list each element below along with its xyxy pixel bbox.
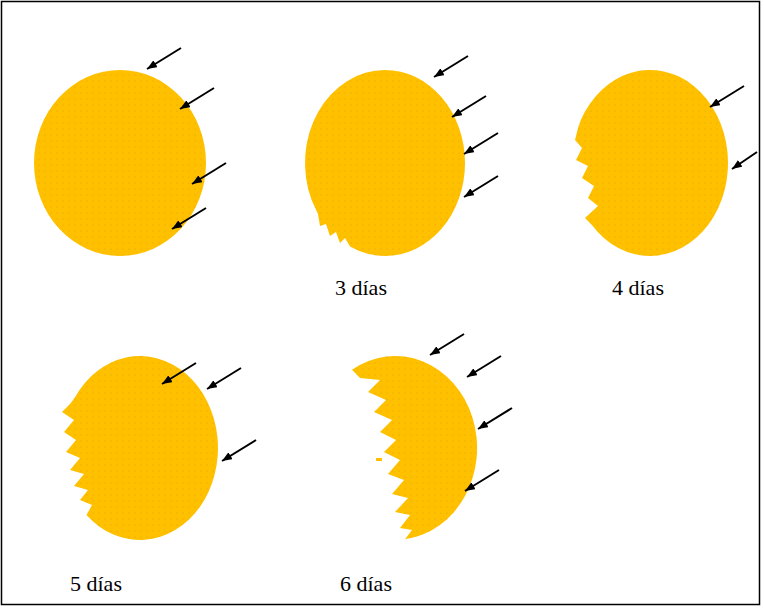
eroded-disc	[352, 356, 477, 539]
eroded-disc	[62, 356, 218, 540]
day-label: 4 días	[612, 276, 664, 300]
day-label: 6 días	[340, 572, 392, 596]
day-label: 3 días	[335, 276, 387, 300]
eroded-disc	[575, 70, 728, 256]
impact-arrows	[147, 48, 757, 491]
frame	[2, 2, 760, 605]
eroded-disc	[305, 70, 465, 256]
fragment	[376, 458, 382, 461]
whole-disc	[34, 70, 206, 256]
day-label: 5 días	[70, 572, 122, 596]
